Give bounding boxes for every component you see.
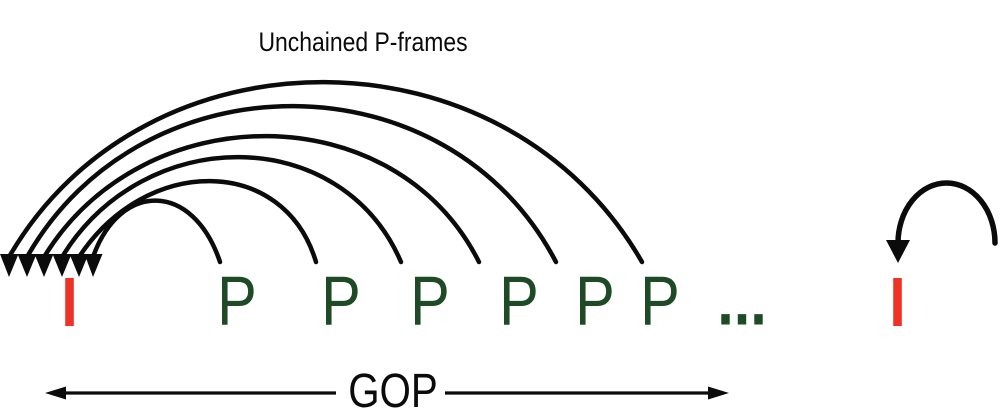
- prediction-arc-p6: [6, 79, 645, 265]
- prediction-arc-p3: [59, 154, 404, 265]
- prediction-arrowheads: [0, 254, 103, 277]
- self-reference-arrow: [886, 180, 998, 263]
- right-arrowhead-icon: [708, 386, 729, 400]
- prediction-arc-p4: [41, 133, 482, 265]
- diagram-title: Unchained P-frames: [258, 27, 467, 57]
- prediction-arc-p5: [24, 103, 559, 265]
- down-arrowhead-icon: [886, 240, 910, 263]
- i-frame-label-left: I: [61, 262, 78, 341]
- down-arrowhead-icon: [0, 254, 19, 277]
- down-arrowhead-icon: [69, 254, 89, 277]
- down-arrowhead-icon: [34, 254, 54, 277]
- p-frame-label-4: P: [499, 261, 539, 340]
- down-arrowhead-icon: [52, 254, 72, 277]
- prediction-arcs: [6, 79, 645, 265]
- ellipsis-label: ...: [717, 261, 767, 340]
- gop-label: GOP: [348, 365, 438, 418]
- p-frame-label-1: P: [217, 261, 257, 340]
- p-frame-label-3: P: [410, 261, 450, 340]
- prediction-arc-p2: [76, 178, 319, 265]
- down-arrowhead-icon: [84, 254, 103, 277]
- p-frame-labels: P P P P P P ...: [217, 261, 767, 340]
- p-frame-label-2: P: [321, 261, 361, 340]
- self-reference-arc: [895, 180, 998, 246]
- p-frame-label-5: P: [575, 261, 615, 340]
- prediction-arc-p1: [90, 198, 223, 265]
- gop-arrow-tips: [45, 386, 729, 400]
- p-frame-label-6: P: [640, 261, 680, 340]
- down-arrowhead-icon: [17, 254, 37, 277]
- left-arrowhead-icon: [45, 386, 66, 400]
- i-frame-label-right: I: [889, 262, 906, 341]
